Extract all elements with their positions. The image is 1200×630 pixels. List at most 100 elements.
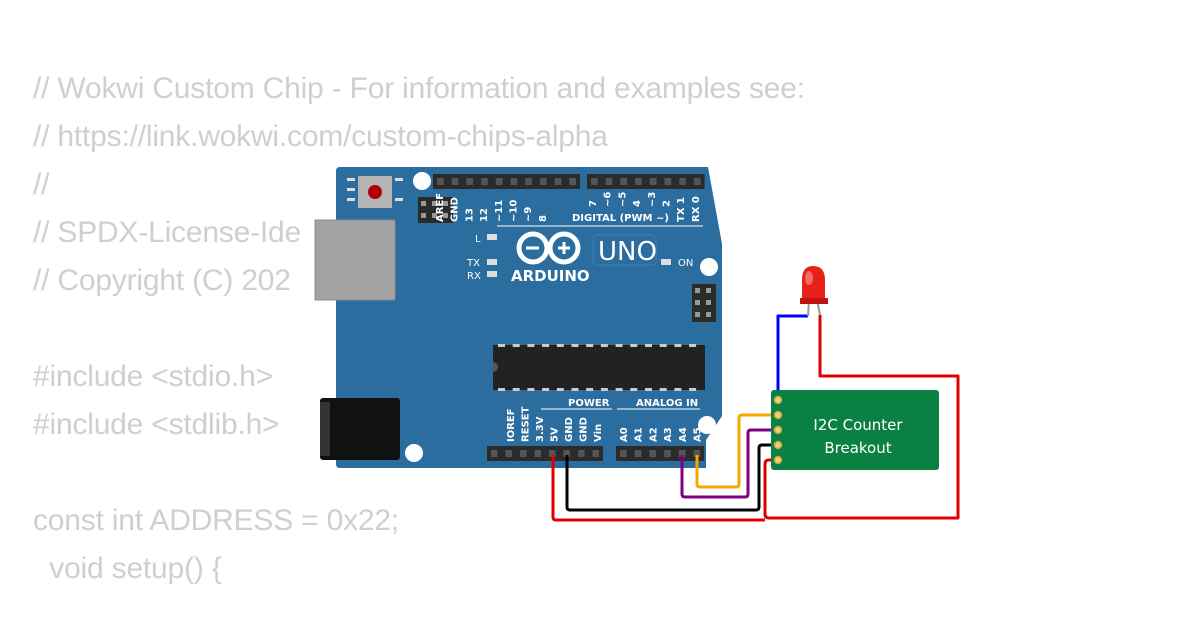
red-led[interactable] (800, 266, 828, 317)
header-pin[interactable] (693, 450, 701, 457)
header-pin[interactable] (495, 178, 503, 185)
wire-red-5v[interactable] (551, 455, 765, 522)
header-pin[interactable] (664, 178, 672, 185)
header-pin[interactable] (563, 450, 571, 457)
header-pin[interactable] (620, 450, 627, 457)
arduino-model: UNO (598, 237, 657, 267)
wire-orange-sda[interactable] (695, 413, 776, 489)
atmega-chip (493, 344, 705, 391)
code-line: #include <stdlib.h> (33, 408, 280, 441)
wire-black-gnd[interactable] (565, 443, 776, 512)
breakout-pin[interactable] (773, 455, 783, 465)
header-pin[interactable] (634, 450, 642, 457)
mounting-hole (700, 258, 718, 276)
power-jack (320, 398, 400, 460)
pin-label: 13 (464, 208, 475, 222)
i2c-counter-breakout[interactable]: I2C Counter Breakout (771, 390, 939, 470)
pin-label: GND (579, 417, 590, 442)
header-pin[interactable] (649, 450, 657, 457)
power-label: POWER (568, 398, 610, 409)
header-pin[interactable] (635, 178, 642, 185)
header-pin[interactable] (505, 450, 513, 457)
breakout-pin[interactable] (773, 410, 783, 420)
pin-label: 3.3V (535, 416, 546, 442)
header-pin[interactable] (481, 178, 488, 185)
wire-blue[interactable] (776, 314, 808, 400)
code-line: // Copyright (C) 202 (33, 264, 291, 297)
usb-connector (314, 219, 396, 301)
pin-label: ~11 (494, 200, 505, 222)
wire-red-led[interactable] (763, 315, 960, 520)
pin-label: TX 1 (676, 197, 687, 222)
icsp-pin (706, 300, 711, 305)
header-pin[interactable] (520, 450, 527, 457)
pin-label: A2 (648, 427, 659, 442)
header-pin[interactable] (592, 450, 600, 457)
header-pin[interactable] (569, 178, 576, 185)
header-pin[interactable] (437, 178, 444, 185)
header-pin[interactable] (554, 178, 562, 185)
icsp-pin (443, 213, 448, 218)
header-pin[interactable] (678, 450, 686, 457)
digital-label: DIGITAL (PWM ~) (572, 213, 669, 224)
header-pin[interactable] (539, 178, 547, 185)
pin-label: A5 (693, 427, 704, 442)
header-pin[interactable] (620, 178, 628, 185)
pin-label: 8 (538, 215, 549, 222)
mounting-hole (698, 416, 716, 434)
pin-label: ~3 (647, 192, 658, 207)
header-pin[interactable] (525, 178, 532, 185)
analog-header[interactable] (616, 446, 705, 461)
code-line: // https://link.wokwi.com/custom-chips-a… (33, 120, 608, 153)
pin-label: RESET (521, 406, 532, 442)
header-pin[interactable] (679, 178, 686, 185)
breakout-pin[interactable] (773, 425, 783, 435)
header-pin[interactable] (491, 450, 498, 457)
header-pin[interactable] (605, 178, 613, 185)
pin-label: IOREF (506, 408, 517, 442)
pin-label: A4 (678, 427, 689, 442)
mounting-hole (413, 172, 431, 190)
wire-purple-scl[interactable] (680, 428, 776, 499)
icsp-pin (695, 312, 700, 317)
arduino-board (336, 167, 722, 468)
icsp-pin (706, 288, 711, 293)
led-l-label: L (475, 234, 481, 245)
power-header[interactable] (487, 446, 603, 461)
led-tx-label: TX (466, 258, 480, 269)
icsp-pin (421, 213, 426, 218)
header-pin[interactable] (510, 178, 518, 185)
header-pin[interactable] (693, 178, 701, 185)
pin-label: RX 0 (691, 196, 702, 222)
icsp-pin (421, 201, 426, 206)
reset-button[interactable] (347, 176, 403, 208)
pin-label: GND (564, 417, 575, 442)
code-line: #include <stdio.h> (33, 360, 273, 393)
header-pin[interactable] (466, 178, 474, 185)
header-pin[interactable] (549, 450, 556, 457)
header-pin[interactable] (591, 178, 598, 185)
icsp-pin (432, 213, 437, 218)
header-pin[interactable] (534, 450, 542, 457)
pin-label: AREF (435, 193, 446, 222)
header-pin[interactable] (451, 178, 459, 185)
code-line: // Wokwi Custom Chip - For information a… (33, 72, 805, 105)
pin-label: ~10 (509, 200, 520, 222)
led-on (661, 259, 671, 265)
icsp-pin (706, 312, 711, 317)
header-pin[interactable] (664, 450, 671, 457)
header-pin[interactable] (578, 450, 585, 457)
header-pin[interactable] (649, 178, 657, 185)
icsp-pin (695, 300, 700, 305)
digital-header-right[interactable] (587, 174, 705, 189)
digital-header-left[interactable] (433, 174, 580, 189)
arduino-logo-icon (516, 231, 581, 265)
pin-label: 12 (479, 208, 490, 222)
breakout-pin[interactable] (773, 440, 783, 450)
code-line: // SPDX-License-Ide (33, 216, 301, 249)
breakout-title-line1: I2C Counter (813, 416, 903, 434)
breakout-pin[interactable] (773, 395, 783, 405)
led-on-label: ON (678, 258, 693, 269)
